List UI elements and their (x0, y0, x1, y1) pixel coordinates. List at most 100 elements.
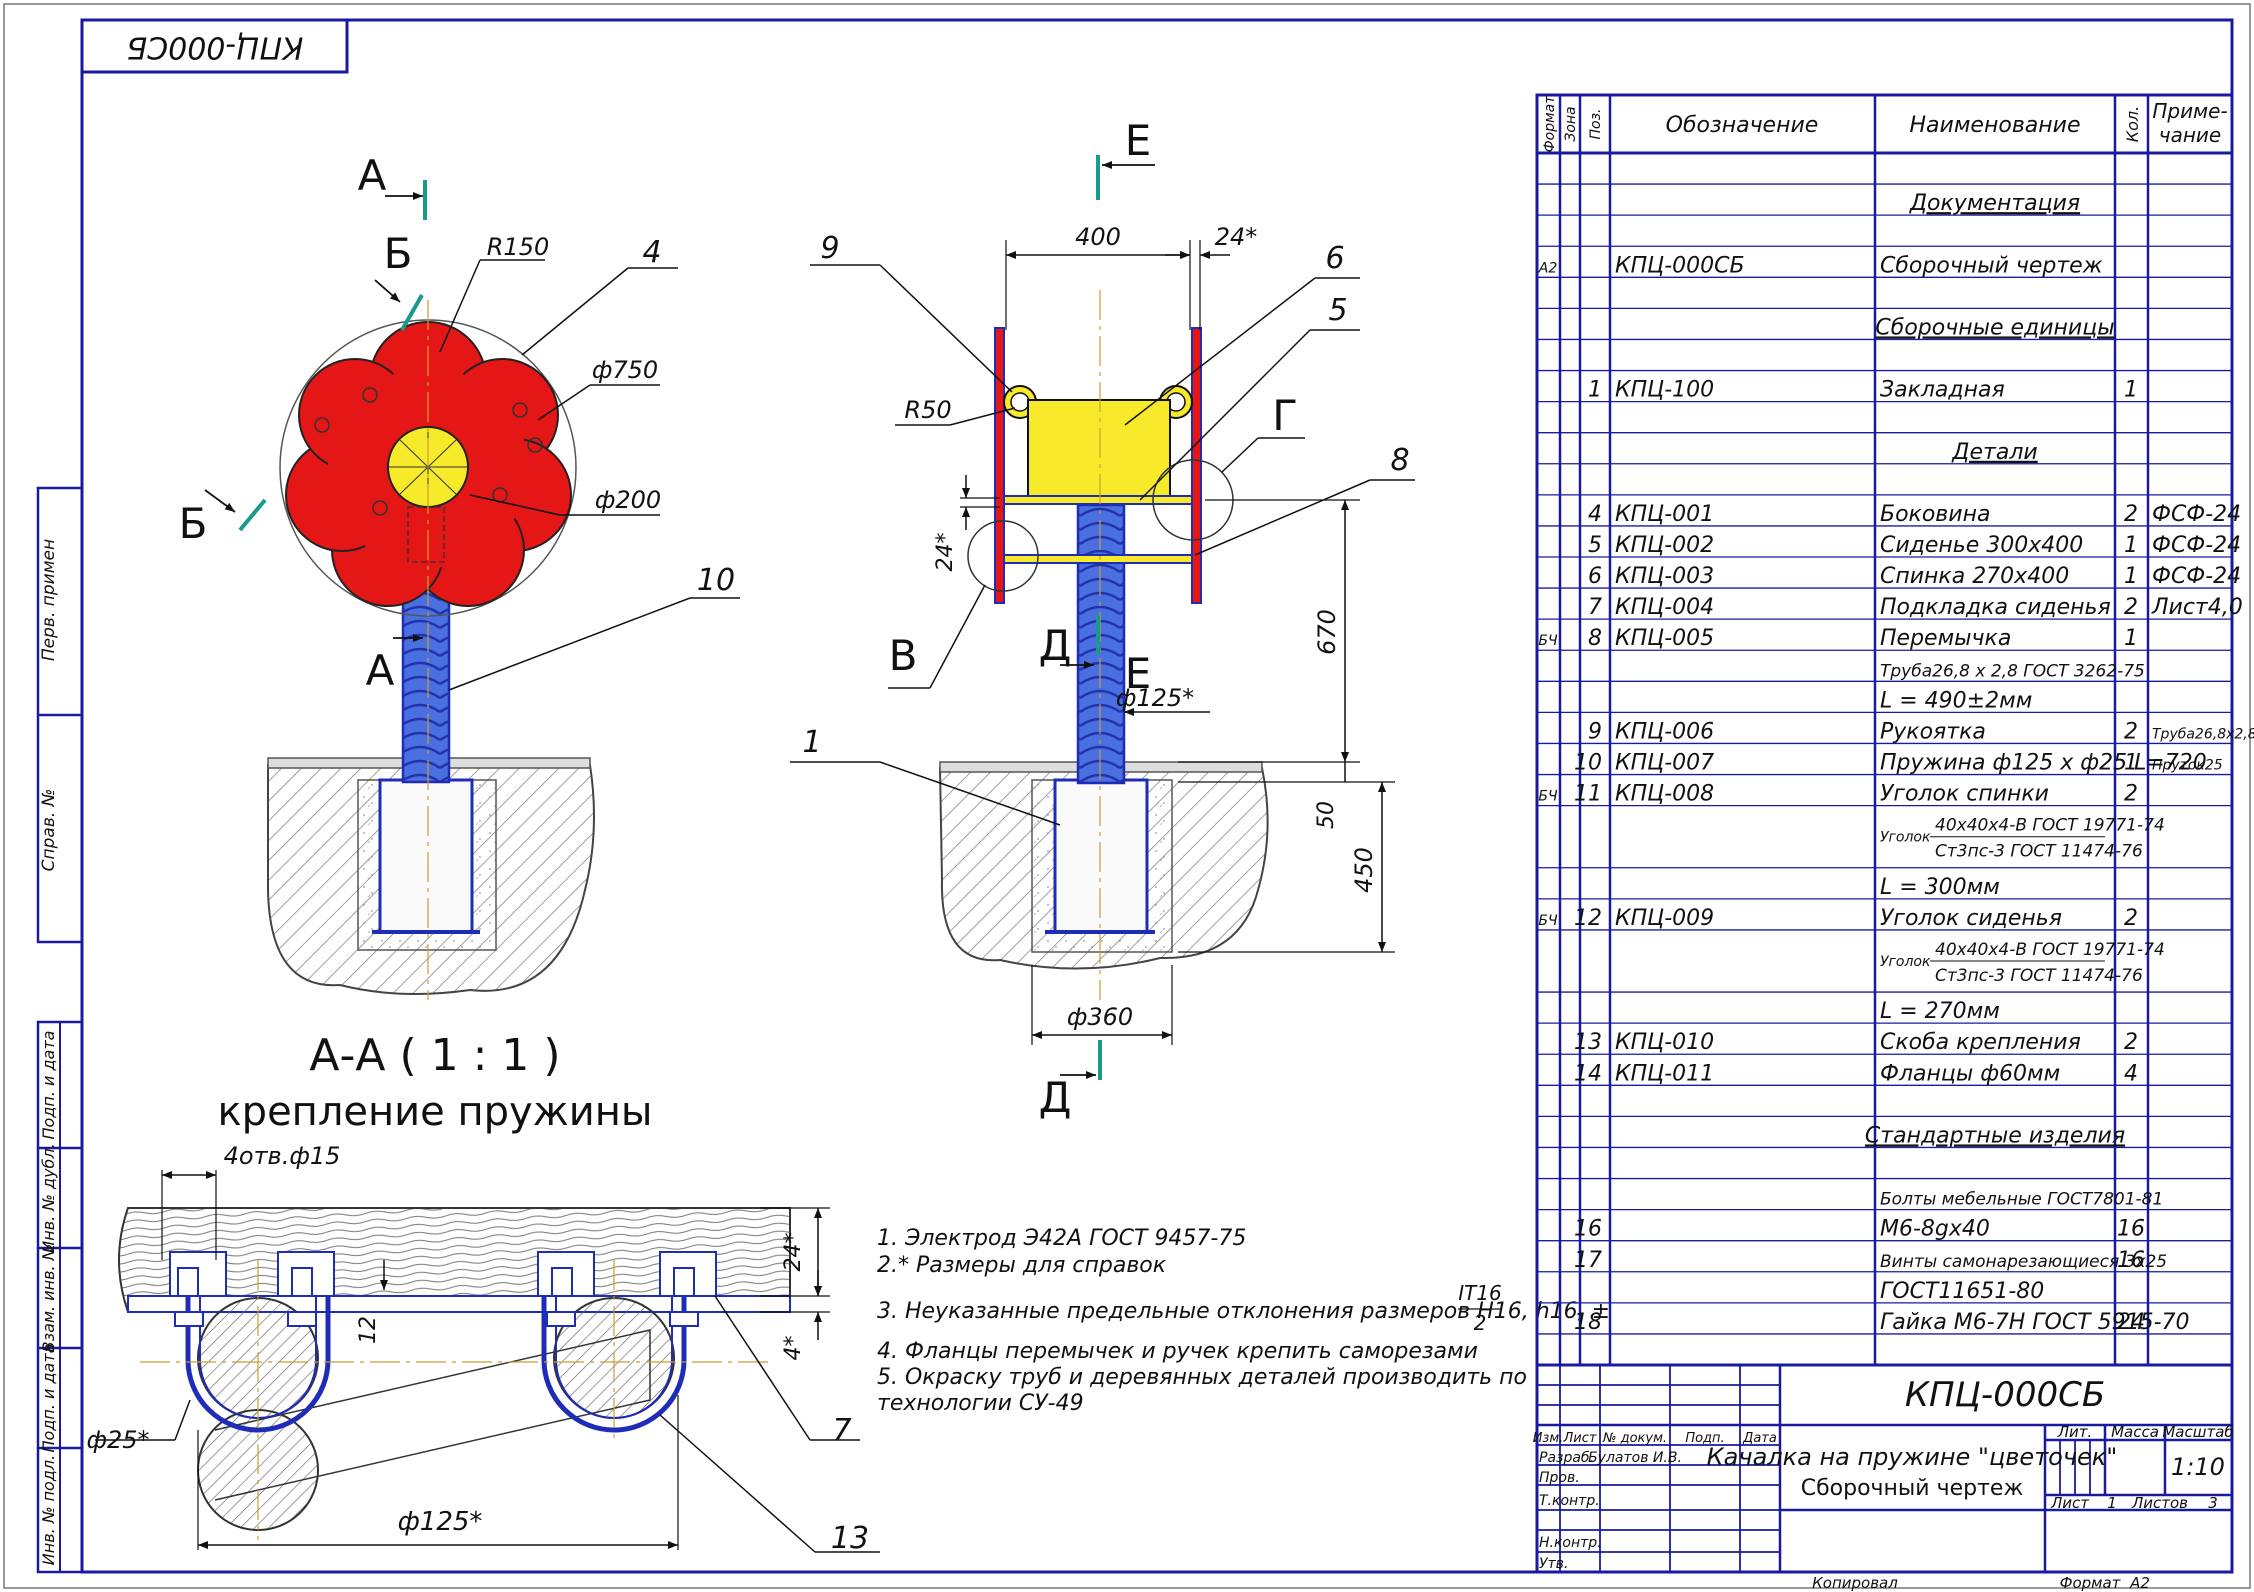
spec-designation: КПЦ-011 (1615, 1061, 1714, 1086)
spec-qty: 16 (2117, 1217, 2145, 1242)
title-block: КПЦ-000СБ Изм. Лист № докум. Подп. Дата … (1533, 1363, 2234, 1592)
spec-row: Сборочные единицы (1875, 315, 2114, 340)
tb-scale: 1:10 (2171, 1453, 2225, 1481)
spec-designation: КПЦ-003 (1615, 564, 1714, 589)
top-stamp-code: КПЦ-000СБ (127, 30, 304, 65)
strip-sprav-no: Справ. № (39, 789, 59, 872)
specification-table: Формат Зона Поз. Обозначение Наименовани… (1535, 93, 2254, 1367)
spec-hdr-zone: Зона (1563, 106, 1579, 141)
tb-format-val: А2 (2129, 1574, 2150, 1592)
spec-qty: 1 (2124, 751, 2138, 776)
dim-400: 400 (1075, 223, 1121, 251)
spec-ugolok-label: Уголок (1880, 830, 1931, 846)
spec-note: Лист4,0 (2151, 595, 2243, 620)
spec-pos: 14 (1574, 1061, 1602, 1086)
dim-24-side: 24* (933, 533, 958, 572)
pos-7: 7 (832, 1413, 851, 1448)
note-5b: технологии СУ-49 (877, 1391, 1084, 1416)
spec-designation: КПЦ-006 (1615, 719, 1714, 744)
spec-pos: 8 (1588, 626, 1602, 651)
note-3-den: 2 (1474, 1311, 1487, 1335)
dim-r50: R50 (904, 396, 951, 424)
strip-inv-podl: Инв. № подл. (39, 1455, 58, 1565)
flower-front-view: А А Б Б R150 4 ф750 ф200 10 (179, 151, 740, 1000)
svg-text:чание: чание (2159, 123, 2221, 147)
u-bolt-left (185, 1296, 331, 1433)
spec-pos: 18 (1574, 1310, 1602, 1335)
spec-qty: 16 (2117, 1248, 2145, 1273)
spec-name: L = 490±2мм (1880, 688, 2032, 713)
pos-10: 10 (697, 563, 735, 598)
top-stamp: КПЦ-000СБ (80, 18, 349, 74)
note-2: 2.* Размеры для справок (877, 1253, 1167, 1278)
spec-row: L = 300мм (1880, 875, 2000, 900)
spec-name: Боковина (1880, 502, 1990, 527)
u-bolt-right (541, 1296, 687, 1433)
spec-ugolok-bottom: Ст3пс-3 ГОСТ 11474-76 (1935, 966, 2143, 986)
spec-pos: 6 (1588, 564, 1602, 589)
tb-copied: Копировал (1812, 1574, 1898, 1592)
spec-qty: 24 (2117, 1310, 2145, 1335)
mark-D-mid: Д (1039, 621, 1072, 670)
tb-name-1: Качалка на пружине "цветочек" (1707, 1443, 2118, 1471)
dim-450: 450 (1350, 847, 1378, 893)
spec-hdr-designation: Обозначение (1666, 113, 1819, 138)
spec-name: Сиденье 300х400 (1880, 533, 2083, 558)
spec-row: ГОСТ11651-80 (1880, 1279, 2044, 1304)
spec-name: Винты самонарезающиеся 3х25 (1880, 1252, 2167, 1272)
tb-sheet-lbl: Лист (2050, 1494, 2090, 1512)
spec-section-title: Стандартные изделия (1865, 1123, 2125, 1148)
spec-section-title: Детали (1951, 440, 2037, 465)
dim-d750: ф750 (592, 356, 658, 384)
spec-qty: 2 (2124, 1030, 2138, 1055)
spec-name: Рукоятка (1880, 719, 1986, 744)
spec-qty: 2 (2124, 719, 2138, 744)
spec-row: Труба26,8 х 2,8 ГОСТ 3262-75 (1880, 661, 2145, 681)
dim-24-top: 24* (1215, 223, 1258, 251)
pos-8: 8 (1390, 443, 1409, 478)
side-panel-left (994, 327, 1005, 604)
spec-format: БЧ (1538, 633, 1558, 649)
tb-format-lbl: Формат (2060, 1574, 2122, 1592)
spec-name: L = 300мм (1880, 875, 2000, 900)
tb-massa: Масса (2111, 1423, 2159, 1441)
spec-ugolok-top: 40х40х4-В ГОСТ 19771-74 (1935, 940, 2165, 960)
dim-r150: R150 (487, 233, 549, 261)
pos-5: 5 (1328, 293, 1347, 328)
dim-d200: ф200 (595, 486, 661, 514)
spec-qty: 2 (2124, 782, 2138, 807)
tb-n-kontr: Н.контр. (1539, 1535, 1602, 1551)
tb-izm: Изм. (1533, 1431, 1564, 1446)
spec-name: Уголок сиденья (1880, 906, 2062, 931)
spec-format: БЧ (1538, 913, 1558, 929)
note-4: 4. Фланцы перемычек и ручек крепить само… (877, 1339, 1478, 1364)
spec-section-title: Документация (1909, 191, 2080, 216)
tb-name-2: Сборочный чертеж (1801, 1476, 2024, 1501)
spec-designation: КПЦ-009 (1615, 906, 1714, 931)
dim-d360: ф360 (1067, 1003, 1133, 1031)
spec-qty: 1 (2124, 626, 2138, 651)
dim-50: 50 (1314, 801, 1339, 829)
tb-t-kontr: Т.контр. (1539, 1493, 1600, 1509)
mark-B-left: Б (179, 499, 208, 548)
spec-designation: КПЦ-007 (1615, 751, 1714, 776)
spec-name: Пружина ф125 х ф25 L=720 (1880, 751, 2207, 776)
mark-A-top: А (358, 151, 387, 200)
tb-doc-no: № докум. (1602, 1431, 1667, 1446)
tb-utv: Утв. (1539, 1556, 1568, 1572)
spec-note: Труба26,8х2,8 (2152, 726, 2254, 742)
spec-qty: 2 (2124, 502, 2138, 527)
dim-holes: 4отв.ф15 (224, 1142, 341, 1170)
section-title-1: А-А ( 1 : 1 ) (309, 1030, 560, 1081)
mark-E-mid: Е (1125, 649, 1152, 698)
